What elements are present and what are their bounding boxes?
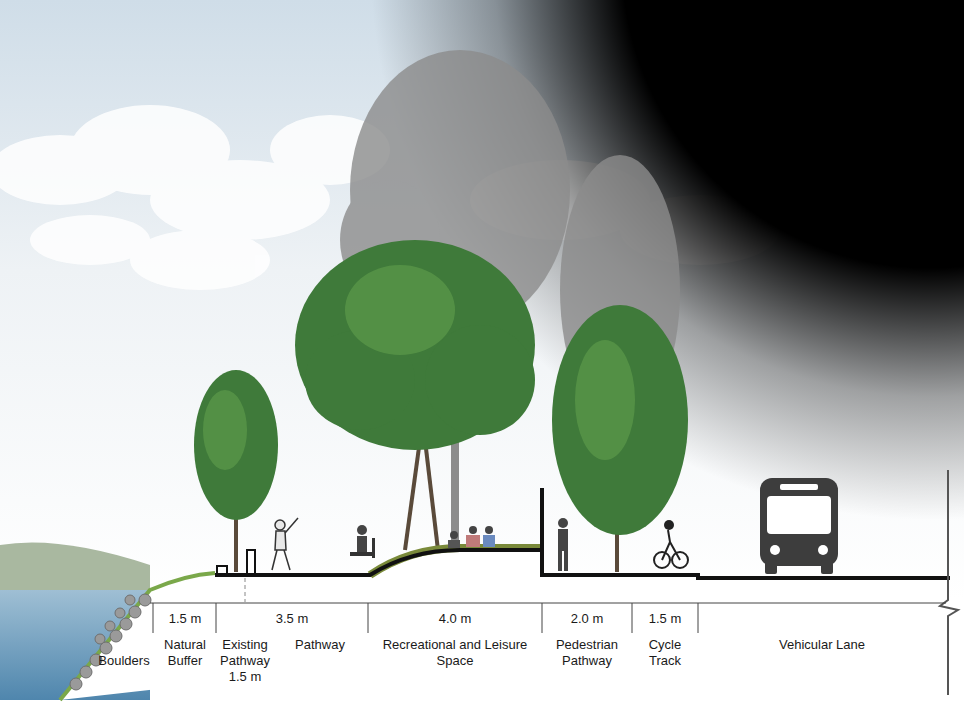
zone-label: Cycle Track (637, 637, 693, 669)
zone-label: Existing Pathway 1.5 m (216, 637, 274, 685)
dimension-label: 4.0 m (420, 611, 490, 627)
zone-label: Recreational and Leisure Space (380, 637, 530, 669)
zone-label: Natural Buffer (157, 637, 213, 669)
dimension-label: 1.5 m (157, 611, 213, 627)
zone-label: Boulders (93, 653, 155, 669)
bus-icon (760, 478, 838, 574)
dimension-label: 1.5 m (637, 611, 693, 627)
dimension-label: 2.0 m (552, 611, 622, 627)
zone-label: Pedestrian Pathway (545, 637, 629, 669)
zone-label: Vehicular Lane (747, 637, 897, 653)
dimension-label: 3.5 m (257, 611, 327, 627)
zone-label: Pathway (280, 637, 360, 653)
